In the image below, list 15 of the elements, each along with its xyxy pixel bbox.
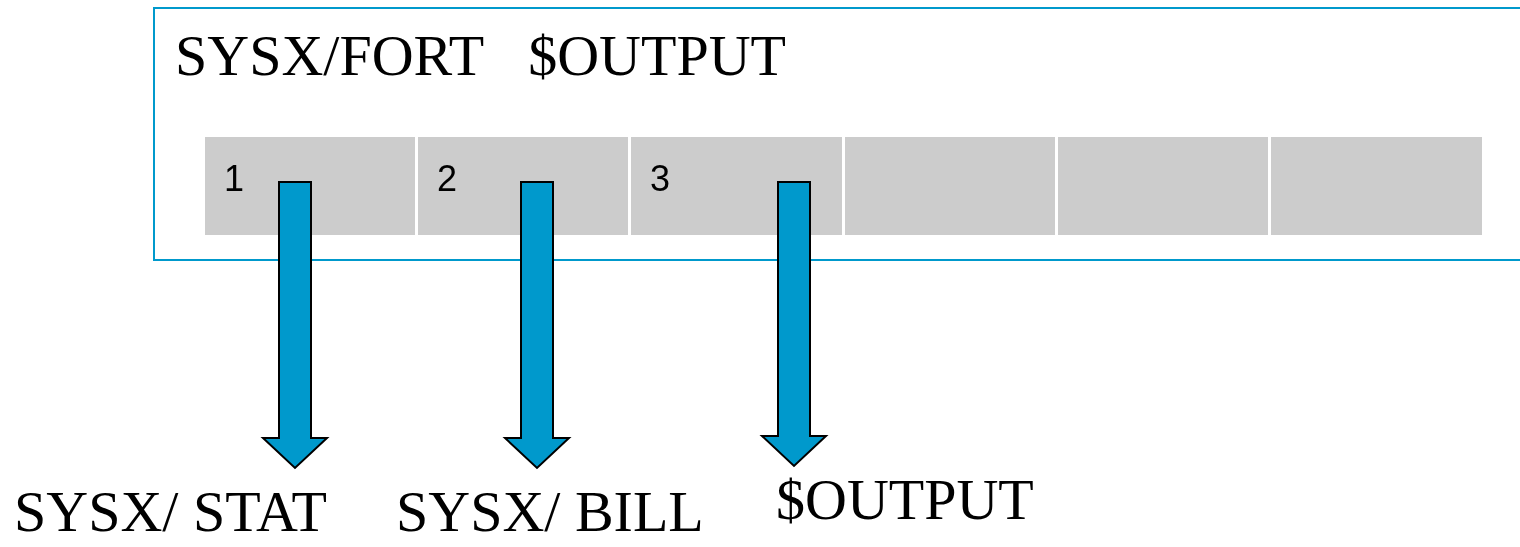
empty-cell <box>1271 137 1482 235</box>
heading-text: SYSX/FORT <box>175 27 485 85</box>
numbered-cell: 3 <box>631 137 842 235</box>
container-box <box>153 7 1520 261</box>
numbered-cell: 1 <box>205 137 415 235</box>
output-label: SYSX/ STAT <box>14 480 364 544</box>
output-label: $OUTPUT <box>776 468 1066 532</box>
output-label: SYSX/ BILL <box>396 480 736 544</box>
block-arrow <box>502 181 572 470</box>
numbered-cell: 2 <box>418 137 628 235</box>
block-arrow <box>260 181 330 470</box>
empty-cell <box>1058 137 1268 235</box>
heading-text: $OUTPUT <box>528 27 786 85</box>
empty-cell <box>845 137 1055 235</box>
block-arrow <box>759 181 829 468</box>
